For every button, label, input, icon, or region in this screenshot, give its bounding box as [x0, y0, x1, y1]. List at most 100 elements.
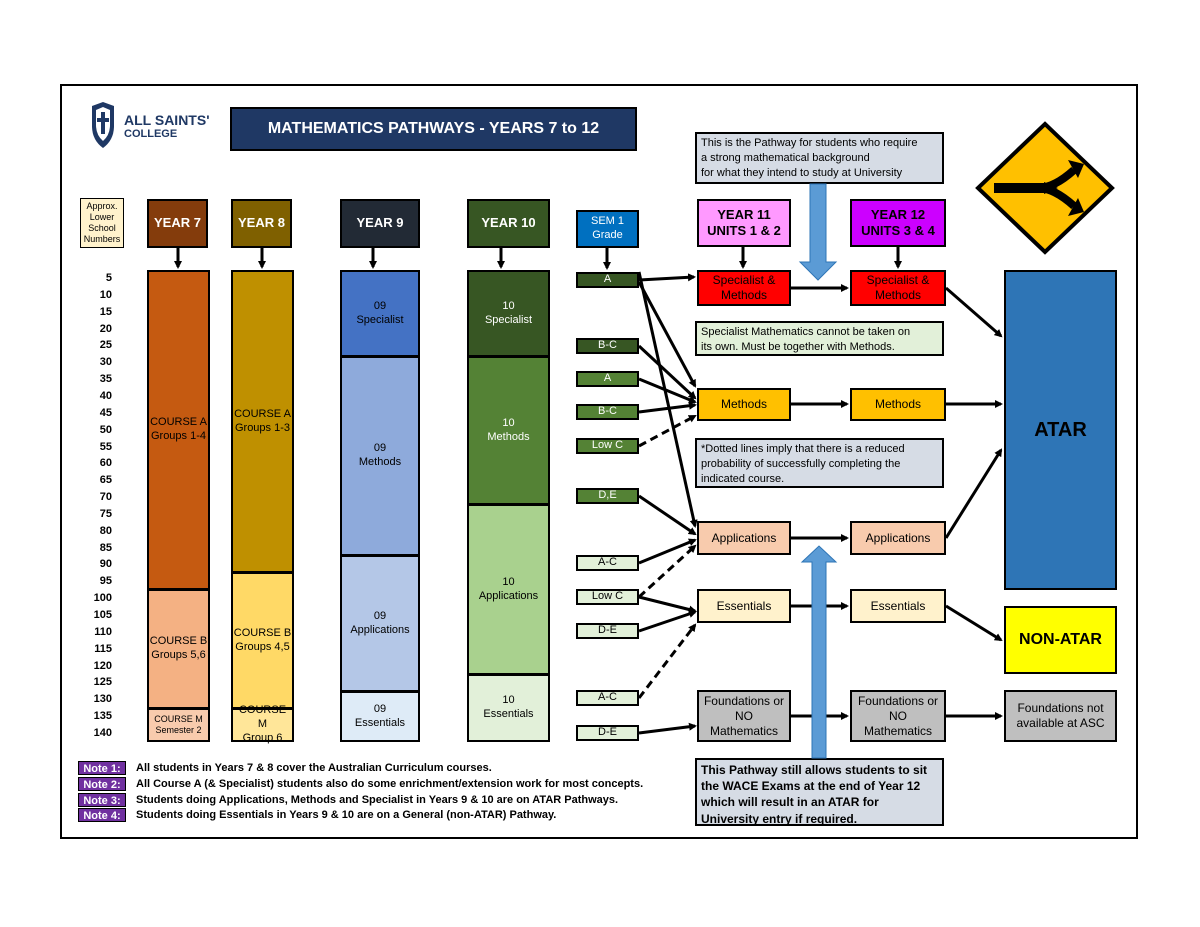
grade-ess-de: D-E — [576, 725, 639, 741]
y12-specialist-methods: Specialist & Methods — [850, 270, 946, 306]
arrow-a-to-spec — [638, 273, 696, 282]
scale-number: 45 — [99, 406, 112, 419]
blue-arrow-up — [800, 545, 838, 759]
arrow-mbc-to-methods — [638, 401, 697, 414]
scale-number: 70 — [99, 491, 112, 504]
grade-app-low-c: Low C — [576, 589, 639, 605]
y11-essentials: Essentials — [697, 589, 791, 623]
sem1-grade-header: SEM 1 Grade — [576, 210, 639, 248]
year10-applications: 10 Applications — [467, 504, 550, 675]
page-frame — [60, 84, 1138, 839]
scale-number: 90 — [99, 558, 112, 571]
info-specialist-note: Specialist Mathematics cannot be taken o… — [695, 321, 944, 356]
scale-number: 115 — [94, 642, 112, 655]
foundations-not-available: Foundations not available at ASC — [1004, 690, 1117, 742]
scale-number: 55 — [99, 440, 112, 453]
info-dotted-lines: *Dotted lines imply that there is a redu… — [695, 438, 944, 488]
grade-spec-a: A — [576, 272, 639, 288]
scale-number: 65 — [99, 474, 112, 487]
scale-number: 120 — [93, 659, 112, 672]
arrow-ac-to-app — [638, 538, 697, 565]
scale-number: 85 — [99, 541, 112, 554]
scale-number: 15 — [99, 305, 112, 318]
note3-tag: Note 3: — [78, 793, 126, 807]
year8-course-m: COURSE M Group 6 — [231, 704, 294, 744]
info-bottom-pathway: This Pathway still allows students to si… — [695, 758, 944, 826]
note2-text: All Course A (& Specialist) students als… — [136, 778, 644, 790]
year7-header: YEAR 7 — [147, 199, 208, 248]
arrow-a-to-methods — [637, 281, 697, 388]
year8-course-a: COURSE A Groups 1-3 — [231, 270, 294, 573]
year10-specialist: 10 Specialist — [467, 270, 550, 357]
grade-app-ac: A-C — [576, 555, 639, 571]
arrow-a-to-app — [637, 271, 698, 528]
note4-text: Students doing Essentials in Years 9 & 1… — [136, 809, 557, 821]
scale-number: 10 — [99, 288, 112, 301]
note4-tag: Note 4: — [78, 808, 126, 822]
arrow-app-to-atar — [944, 448, 1003, 539]
merge-road-sign-icon — [975, 121, 1115, 255]
y11-foundations: Foundations or NO Mathematics — [697, 690, 791, 742]
scale-number: 5 — [105, 272, 112, 284]
atar-outcome: ATAR — [1004, 270, 1117, 590]
arrow-de-to-ess — [638, 610, 697, 633]
grade-methods-de: D,E — [576, 488, 639, 504]
year12-header: YEAR 12 UNITS 3 & 4 — [850, 199, 946, 247]
year10-header: YEAR 10 — [467, 199, 550, 248]
info-top-pathway: This is the Pathway for students who req… — [695, 132, 944, 184]
college-logo: ALL SAINTS' COLLEGE — [86, 100, 221, 152]
note1-text: All students in Years 7 & 8 cover the Au… — [136, 762, 492, 774]
approx-numbers-label: Approx. Lower School Numbers — [80, 198, 124, 248]
grade-methods-bc: B-C — [576, 404, 639, 420]
year9-header: YEAR 9 — [340, 199, 420, 248]
grade-ess-ac: A-C — [576, 690, 639, 706]
year10-essentials: 10 Essentials — [467, 674, 550, 742]
year9-specialist: 09 Specialist — [340, 270, 420, 357]
y12-applications: Applications — [850, 521, 946, 555]
scale-number: 30 — [99, 356, 112, 369]
y12-foundations: Foundations or NO Mathematics — [850, 690, 946, 742]
crest-icon — [92, 102, 114, 148]
year7-course-b: COURSE B Groups 5,6 — [147, 589, 210, 709]
note1-tag: Note 1: — [78, 761, 126, 775]
grade-methods-a: A — [576, 371, 639, 387]
note3-text: Students doing Applications, Methods and… — [136, 794, 619, 806]
y12-essentials: Essentials — [850, 589, 946, 623]
scale-number: 25 — [99, 339, 112, 352]
arrow-de-to-app — [638, 494, 697, 536]
year11-header: YEAR 11 UNITS 1 & 2 — [697, 199, 791, 247]
scale-number: 80 — [99, 524, 112, 537]
y11-applications: Applications — [697, 521, 791, 555]
arrow-de-to-foundations — [638, 722, 697, 735]
arrow-ma-to-methods — [638, 377, 697, 404]
scale-number: 125 — [93, 676, 112, 689]
arrow-lowc-to-methods-dashed — [638, 414, 697, 448]
scale-number: 60 — [99, 457, 112, 470]
grade-spec-bc: B-C — [576, 338, 639, 354]
scale-number: 105 — [93, 609, 112, 621]
scale-number: 40 — [99, 389, 112, 402]
year10-methods: 10 Methods — [467, 356, 550, 505]
scale-number: 135 — [93, 710, 112, 723]
blue-arrow-down — [798, 183, 838, 281]
logo-name: ALL SAINTS' — [124, 112, 210, 128]
year7-course-m: COURSE M Semester 2 — [147, 708, 210, 742]
grade-methods-low-c: Low C — [576, 438, 639, 454]
page-title: MATHEMATICS PATHWAYS - YEARS 7 to 12 — [230, 107, 637, 151]
scale-number: 35 — [99, 373, 112, 386]
scale-number: 110 — [94, 625, 112, 638]
arrow-bc-to-methods — [637, 344, 697, 400]
scale-number: 95 — [99, 575, 112, 588]
year9-methods: 09 Methods — [340, 356, 420, 556]
scale-number: 130 — [93, 693, 112, 706]
scale-number: 140 — [93, 726, 112, 739]
y11-methods: Methods — [697, 388, 791, 421]
arrow-lowc-to-ess — [638, 595, 697, 614]
arrow-ac-to-ess-dashed — [637, 623, 697, 699]
year9-essentials: 09 Essentials — [340, 691, 420, 742]
grade-app-de: D-E — [576, 623, 639, 639]
arrow-lowc-to-app-dashed — [637, 544, 697, 599]
scale-number: 75 — [99, 507, 112, 520]
non-atar-outcome: NON-ATAR — [1004, 606, 1117, 674]
